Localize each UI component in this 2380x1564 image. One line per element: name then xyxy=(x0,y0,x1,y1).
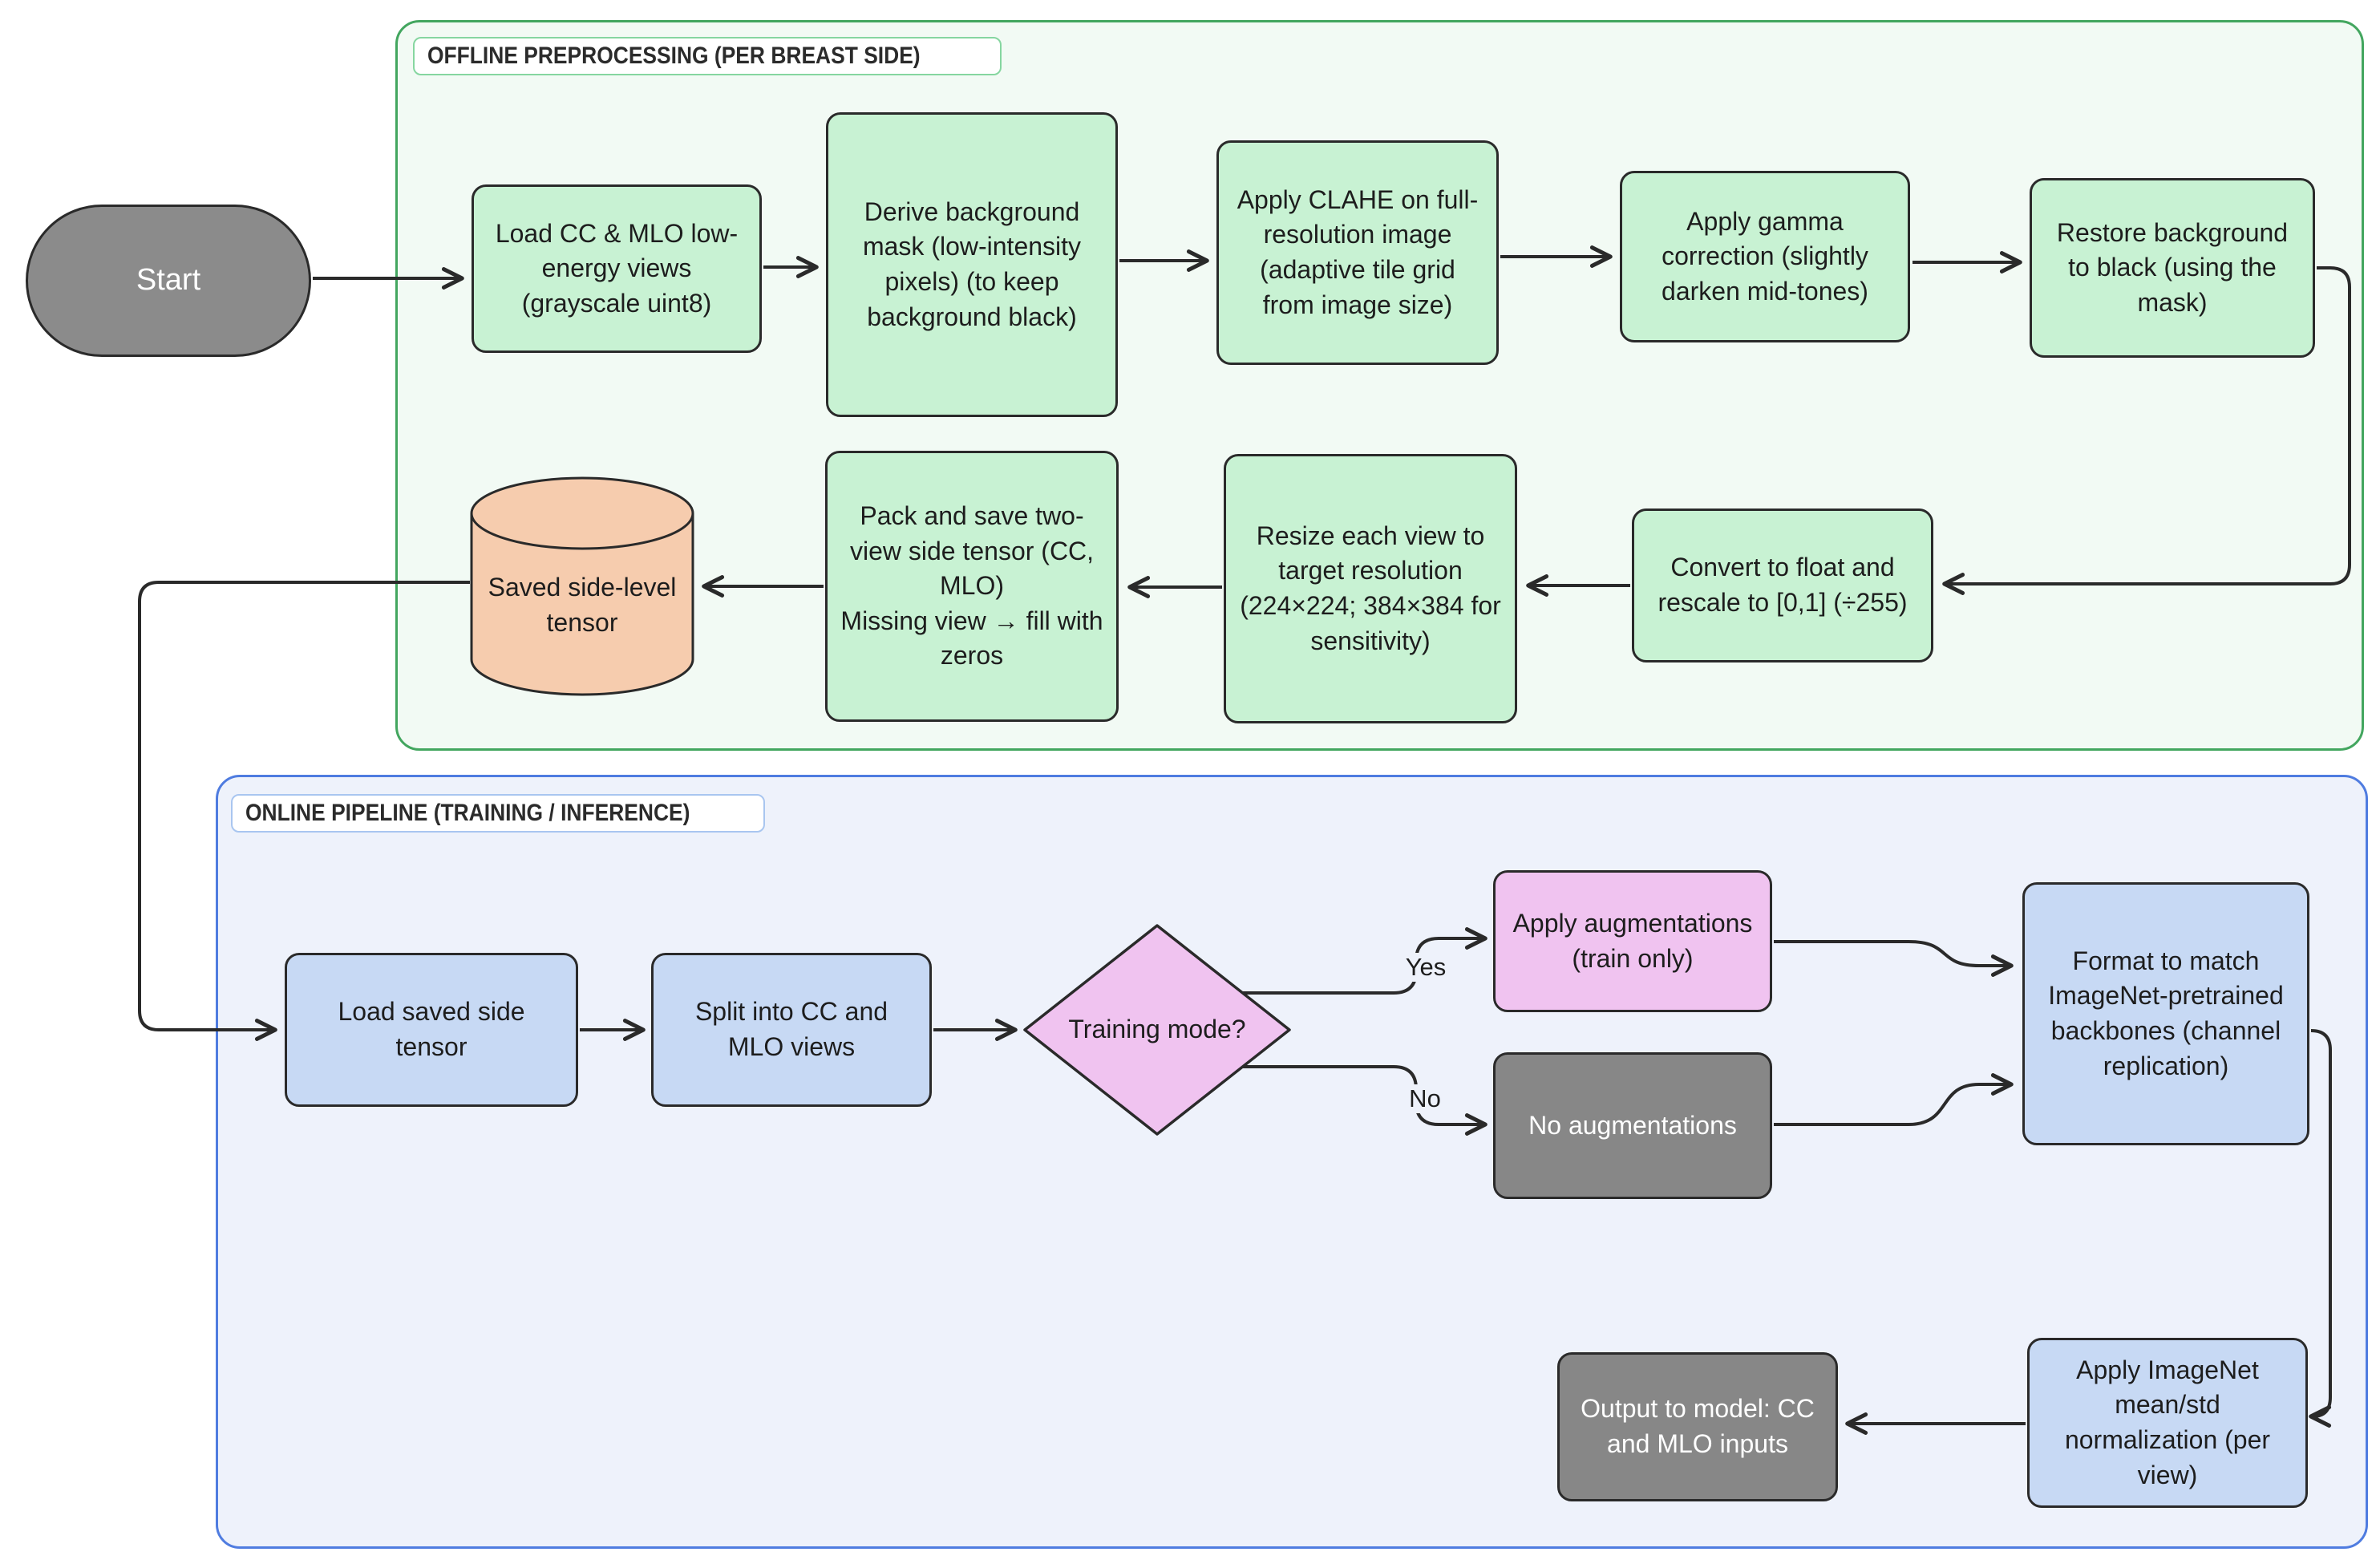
node-training-mode-label: Training mode? xyxy=(1068,1015,1246,1044)
offline-section-badge: OFFLINE PREPROCESSING (PER BREAST SIDE) xyxy=(413,37,1002,75)
node-start: Start xyxy=(26,205,311,357)
node-gamma-correction: Apply gamma correction (slightly darken … xyxy=(1620,171,1910,342)
online-section-badge: ONLINE PIPELINE (TRAINING / INFERENCE) xyxy=(231,794,766,833)
node-imagenet-normalization: Apply ImageNet mean/std normalization (p… xyxy=(2027,1338,2308,1508)
edge-training-mode-no-to-no-aug xyxy=(1242,1065,1488,1136)
decision-diamond-shape xyxy=(1023,924,1291,1136)
edge-format-to-normalize xyxy=(2309,1029,2332,1428)
online-pipeline-container xyxy=(216,775,2368,1549)
node-restore-background: Restore background to black (using the m… xyxy=(2030,178,2315,358)
node-format-backbone: Format to match ImageNet-pretrained back… xyxy=(2022,882,2309,1145)
node-pack-save-tensor: Pack and save two-view side tensor (CC, … xyxy=(825,451,1119,722)
node-apply-augmentations: Apply augmentations (train only) xyxy=(1493,870,1772,1012)
online-section-label: ONLINE PIPELINE (TRAINING / INFERENCE) xyxy=(245,800,690,826)
edge-apply-aug-to-format xyxy=(1774,940,2014,977)
node-load-saved-tensor: Load saved side tensor xyxy=(285,953,578,1107)
edge-no-aug-to-format xyxy=(1774,1073,2014,1126)
offline-section-label: OFFLINE PREPROCESSING (PER BREAST SIDE) xyxy=(427,43,921,69)
edge-restore-bg-to-convert-float xyxy=(1942,266,2351,595)
edge-label-yes: Yes xyxy=(1400,953,1451,982)
edge-saved-tensor-to-load-tensor xyxy=(138,581,470,1041)
node-load-views: Load CC & MLO low-energy views (grayscal… xyxy=(472,184,762,353)
node-split-views: Split into CC and MLO views xyxy=(651,953,932,1107)
node-convert-float: Convert to float and rescale to [0,1] (÷… xyxy=(1632,509,1933,662)
database-cylinder-shape xyxy=(470,476,694,696)
edge-label-no: No xyxy=(1404,1084,1446,1113)
node-apply-clahe: Apply CLAHE on full-resolution image (ad… xyxy=(1216,140,1499,365)
node-saved-tensor-label: Saved side-level tensor xyxy=(488,573,677,637)
node-derive-mask: Derive background mask (low-intensity pi… xyxy=(826,112,1118,417)
node-no-augmentations: No augmentations xyxy=(1493,1052,1772,1199)
node-resize-views: Resize each view to target resolution (2… xyxy=(1224,454,1517,723)
node-output-to-model: Output to model: CC and MLO inputs xyxy=(1557,1352,1838,1501)
